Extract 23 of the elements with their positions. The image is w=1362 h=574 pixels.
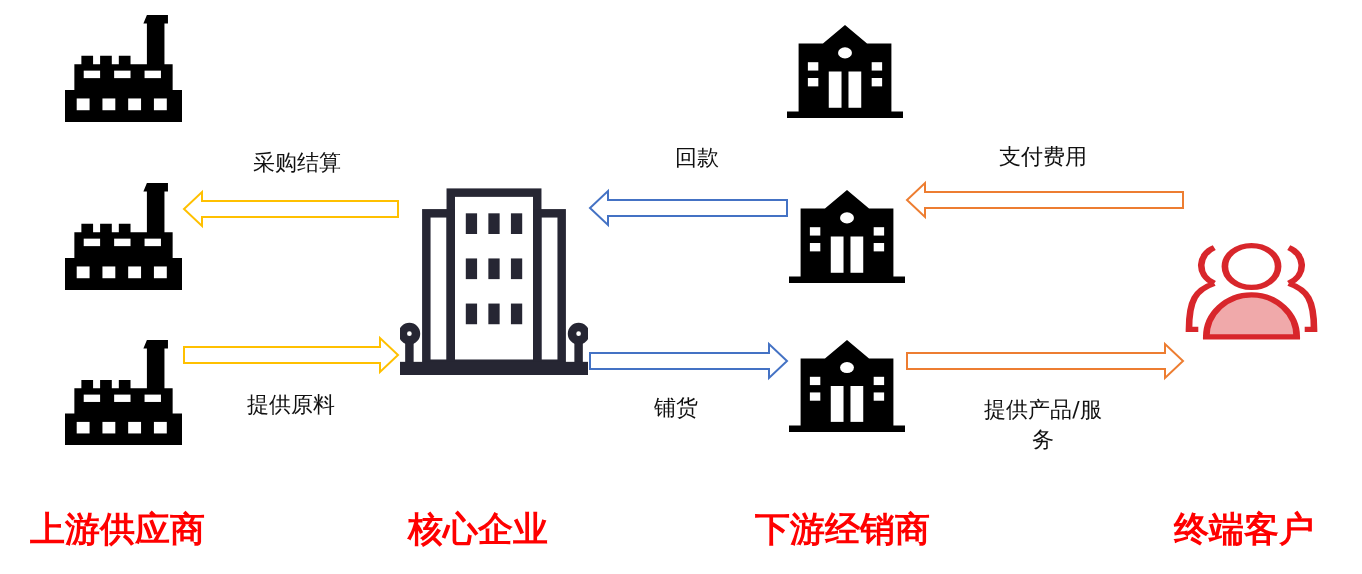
column-heading: 终端客户	[1174, 508, 1314, 551]
factory-icon	[65, 15, 182, 122]
edge-label: 采购结算	[252, 149, 342, 177]
column-heading: 下游经销商	[754, 508, 930, 551]
block-arrow	[588, 188, 788, 228]
block-arrow	[906, 341, 1185, 381]
edge-label: 支付费用	[998, 143, 1088, 171]
edge-label: 铺货	[653, 394, 699, 422]
shop-building-icon	[787, 25, 903, 118]
factory-icon	[65, 340, 182, 445]
block-arrow	[183, 335, 400, 375]
factory-icon	[65, 183, 182, 290]
block-arrow	[589, 341, 789, 381]
shop-building-icon	[789, 340, 905, 432]
column-heading: 核心企业	[408, 508, 548, 551]
edge-label: 提供产品/服务	[983, 396, 1103, 454]
office-building-icon	[400, 187, 588, 375]
edge-label: 提供原料	[246, 391, 336, 419]
block-arrow	[182, 189, 399, 229]
shop-building-icon	[789, 190, 905, 283]
edge-label: 回款	[674, 144, 720, 172]
block-arrow	[905, 180, 1184, 220]
column-heading: 上游供应商	[29, 508, 205, 551]
